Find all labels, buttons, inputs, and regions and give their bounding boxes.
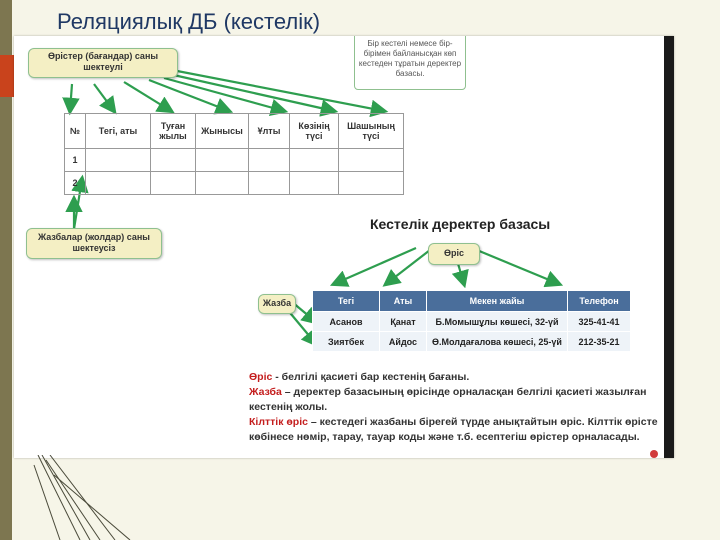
row-number: 1 [64,148,86,172]
arrow-to-col-7 [171,68,389,118]
db-cell: Қанат [379,311,427,332]
arrow-to-col-4 [148,78,234,115]
col-header: Туған жылы [150,113,196,149]
db-table: Тегі Аты Мекен жайы Телефон Асанов Қанат… [312,290,631,352]
records-limit-callout: Жазбалар (жолдар) саны шектеусіз [26,228,162,259]
embedded-screenshot: Бір кестелі немесе бір-бірімен байланысқ… [14,36,674,458]
db-cell: 212-35-21 [567,331,631,352]
db-row: Асанов Қанат Б.Момышұлы көшесі, 32-үй 32… [312,311,631,332]
col-header: Тегі, аты [85,113,151,149]
note-box: Бір кестелі немесе бір-бірімен байланысқ… [354,36,466,90]
arrow-to-col-1 [62,83,80,116]
definitions: Өріс - белгілі қасиеті бар кестенің баға… [249,370,664,445]
db-col-header: Мекен жайы [426,290,568,312]
db-row: Зиятбек Айдос Ө.Молдағалова көшесі, 25-ү… [312,331,631,352]
col-header: Көзінің түсі [289,113,339,149]
col-header: Ұлты [248,113,290,149]
arrow-record-2 [285,307,319,348]
db-cell: Б.Момышұлы көшесі, 32-үй [426,311,568,332]
arrow-to-col-6 [168,72,339,117]
def-key: Кілттік өріс – кестедегі жазбаны бірегей… [249,416,658,443]
right-edge-strip [664,36,674,458]
slide-title: Реляциялық ДБ (кестелік) [57,9,321,34]
sample-table: № Тегі, аты Туған жылы Жынысы Ұлты Көзін… [64,113,404,195]
term-key: Кілттік өріс [249,416,308,428]
decorative-sketch-lines [33,455,131,540]
record-label: Жазба [258,294,296,314]
db-cell: Зиятбек [312,331,380,352]
db-col-header: Телефон [567,290,631,312]
db-table-title: Кестелік деректер базасы [370,216,551,232]
red-dot-icon [650,450,658,458]
term-field: Өріс [249,371,273,383]
col-header: Шашының түсі [338,113,404,149]
fields-limit-callout: Өрістер (бағандар) саны шектеулі [28,48,178,78]
arrows-layer [62,68,564,348]
field-label: Өріс [428,243,480,265]
left-accent-bar [0,0,12,540]
arrow-field-1 [329,246,417,287]
col-header: Жынысы [195,113,249,149]
table-row: 2 [64,171,404,195]
row-number: 2 [64,171,86,195]
db-col-header: Тегі [312,290,380,312]
db-cell: Асанов [312,311,380,332]
db-cell: Ө.Молдағалова көшесі, 25-үй [426,331,568,352]
def-record: Жазба – деректер базасының өрісінде орна… [249,386,647,413]
arrow-field-2 [382,249,431,287]
db-col-header: Аты [379,290,427,312]
arrow-to-col-3 [123,81,175,114]
left-accent-marker [0,55,14,97]
def-field: Өріс - белгілі қасиеті бар кестенің баға… [249,371,470,383]
arrow-to-col-5 [163,76,289,116]
db-cell: 325-41-41 [567,311,631,332]
term-record: Жазба [249,386,282,398]
db-cell: Айдос [379,331,427,352]
col-header: № [64,113,86,149]
table-row: 1 [64,148,404,172]
arrow-to-col-2 [93,83,117,115]
arrow-field-4 [471,246,564,288]
